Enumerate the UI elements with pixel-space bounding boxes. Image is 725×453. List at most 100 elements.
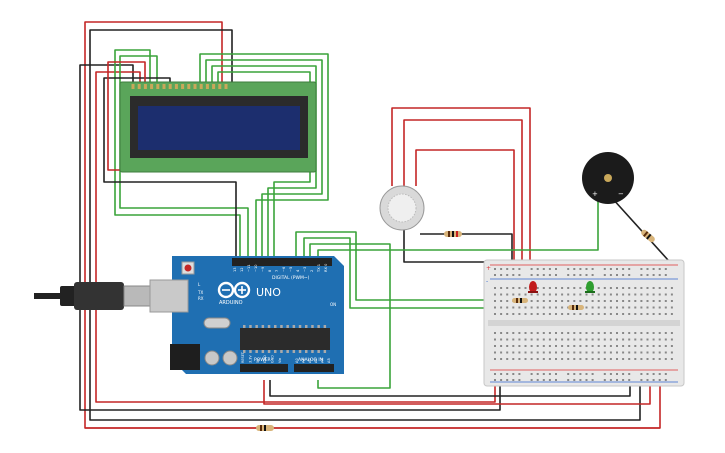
terminal-hole[interactable] bbox=[585, 358, 588, 360]
terminal-hole[interactable] bbox=[664, 332, 667, 334]
terminal-hole[interactable] bbox=[591, 300, 594, 302]
terminal-hole[interactable] bbox=[646, 313, 649, 315]
terminal-hole[interactable] bbox=[500, 313, 503, 315]
lcd-pin[interactable] bbox=[131, 84, 135, 89]
terminal-hole[interactable] bbox=[652, 345, 655, 347]
rail-hole[interactable] bbox=[573, 379, 576, 381]
terminal-hole[interactable] bbox=[555, 345, 557, 347]
lcd-pin[interactable] bbox=[187, 84, 191, 89]
terminal-hole[interactable] bbox=[634, 351, 637, 354]
terminal-hole[interactable] bbox=[622, 332, 625, 334]
terminal-hole[interactable] bbox=[603, 313, 606, 315]
rail-hole[interactable] bbox=[658, 373, 661, 375]
rail-hole[interactable] bbox=[622, 268, 625, 270]
terminal-hole[interactable] bbox=[609, 300, 612, 302]
terminal-hole[interactable] bbox=[664, 306, 667, 309]
terminal-hole[interactable] bbox=[652, 306, 655, 309]
terminal-hole[interactable] bbox=[634, 287, 637, 289]
lcd-pin[interactable] bbox=[181, 84, 185, 89]
rail-hole[interactable] bbox=[585, 379, 588, 381]
rail-hole[interactable] bbox=[494, 373, 496, 375]
rail-hole[interactable] bbox=[664, 268, 667, 270]
terminal-hole[interactable] bbox=[506, 358, 509, 360]
terminal-hole[interactable] bbox=[512, 287, 515, 289]
terminal-hole[interactable] bbox=[512, 313, 515, 315]
terminal-hole[interactable] bbox=[670, 338, 673, 341]
rail-hole[interactable] bbox=[579, 379, 582, 381]
terminal-hole[interactable] bbox=[561, 345, 564, 347]
terminal-hole[interactable] bbox=[658, 332, 661, 334]
rail-hole[interactable] bbox=[500, 268, 503, 270]
rail-hole[interactable] bbox=[616, 274, 618, 276]
terminal-hole[interactable] bbox=[585, 338, 588, 341]
terminal-hole[interactable] bbox=[603, 300, 606, 302]
terminal-hole[interactable] bbox=[603, 293, 606, 296]
rail-hole[interactable] bbox=[609, 373, 612, 375]
terminal-hole[interactable] bbox=[506, 287, 509, 289]
terminal-hole[interactable] bbox=[609, 351, 612, 354]
rail-hole[interactable] bbox=[506, 268, 509, 270]
terminal-hole[interactable] bbox=[597, 351, 600, 354]
rail-hole[interactable] bbox=[573, 268, 576, 270]
terminal-hole[interactable] bbox=[603, 287, 606, 289]
terminal-hole[interactable] bbox=[573, 345, 576, 347]
terminal-hole[interactable] bbox=[561, 306, 564, 309]
terminal-hole[interactable] bbox=[664, 293, 667, 296]
terminal-hole[interactable] bbox=[628, 287, 631, 289]
terminal-hole[interactable] bbox=[603, 338, 606, 341]
terminal-hole[interactable] bbox=[555, 313, 557, 315]
terminal-hole[interactable] bbox=[616, 338, 618, 341]
rail-hole[interactable] bbox=[609, 274, 612, 276]
terminal-hole[interactable] bbox=[609, 338, 612, 341]
terminal-hole[interactable] bbox=[597, 293, 600, 296]
terminal-hole[interactable] bbox=[567, 351, 570, 354]
terminal-hole[interactable] bbox=[530, 345, 533, 347]
rail-hole[interactable] bbox=[512, 268, 515, 270]
terminal-hole[interactable] bbox=[664, 351, 667, 354]
terminal-hole[interactable] bbox=[585, 345, 588, 347]
terminal-hole[interactable] bbox=[573, 358, 576, 360]
terminal-hole[interactable] bbox=[548, 300, 551, 302]
terminal-hole[interactable] bbox=[500, 287, 503, 289]
terminal-hole[interactable] bbox=[640, 287, 643, 289]
terminal-hole[interactable] bbox=[500, 306, 503, 309]
terminal-hole[interactable] bbox=[640, 351, 643, 354]
rail-hole[interactable] bbox=[591, 379, 594, 381]
terminal-hole[interactable] bbox=[579, 300, 582, 302]
rail-hole[interactable] bbox=[555, 274, 557, 276]
terminal-hole[interactable] bbox=[506, 332, 509, 334]
rail-hole[interactable] bbox=[658, 268, 661, 270]
terminal-hole[interactable] bbox=[646, 287, 649, 289]
terminal-hole[interactable] bbox=[555, 351, 557, 354]
terminal-hole[interactable] bbox=[622, 287, 625, 289]
terminal-hole[interactable] bbox=[634, 358, 637, 360]
terminal-hole[interactable] bbox=[567, 293, 570, 296]
terminal-hole[interactable] bbox=[518, 332, 521, 334]
lcd-pin[interactable] bbox=[199, 84, 203, 89]
terminal-hole[interactable] bbox=[555, 358, 557, 360]
rail-hole[interactable] bbox=[628, 268, 631, 270]
terminal-hole[interactable] bbox=[628, 358, 631, 360]
terminal-hole[interactable] bbox=[506, 313, 509, 315]
terminal-hole[interactable] bbox=[646, 300, 649, 302]
led-green[interactable] bbox=[585, 281, 595, 293]
rail-hole[interactable] bbox=[640, 274, 643, 276]
terminal-hole[interactable] bbox=[622, 293, 625, 296]
rail-hole[interactable] bbox=[567, 373, 570, 375]
terminal-hole[interactable] bbox=[579, 351, 582, 354]
lcd-pin[interactable] bbox=[205, 84, 209, 89]
terminal-hole[interactable] bbox=[512, 345, 515, 347]
terminal-hole[interactable] bbox=[658, 313, 661, 315]
terminal-hole[interactable] bbox=[536, 345, 539, 347]
terminal-hole[interactable] bbox=[524, 287, 527, 289]
terminal-hole[interactable] bbox=[609, 293, 612, 296]
terminal-hole[interactable] bbox=[670, 313, 673, 315]
rail-hole[interactable] bbox=[622, 379, 625, 381]
terminal-hole[interactable] bbox=[542, 293, 545, 296]
terminal-hole[interactable] bbox=[664, 338, 667, 341]
terminal-hole[interactable] bbox=[530, 338, 533, 341]
rail-hole[interactable] bbox=[512, 379, 515, 381]
terminal-hole[interactable] bbox=[652, 293, 655, 296]
rail-hole[interactable] bbox=[555, 268, 557, 270]
terminal-hole[interactable] bbox=[609, 306, 612, 309]
